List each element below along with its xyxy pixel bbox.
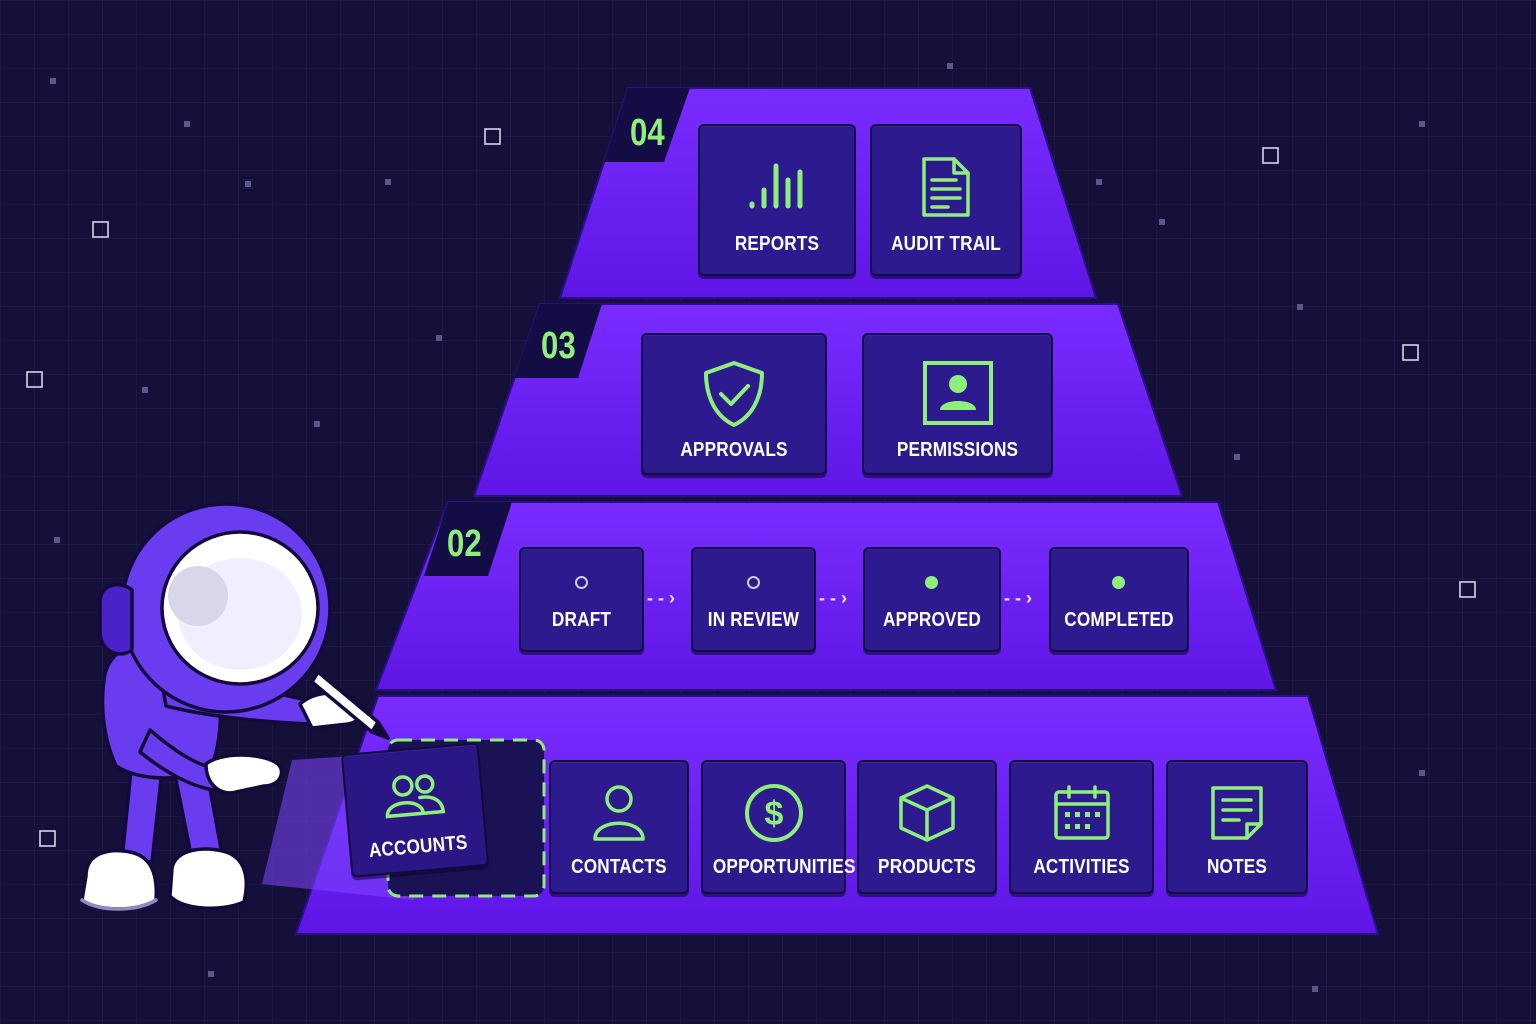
draft-card[interactable]: DRAFT <box>519 547 644 652</box>
note-icon <box>1211 786 1263 840</box>
contacts-card[interactable]: CONTACTS <box>549 760 689 894</box>
reports-label: REPORTS <box>734 233 820 255</box>
in-review-card[interactable]: IN REVIEW <box>691 547 816 652</box>
opportunities-label: OPPORTUNITIES <box>712 856 856 878</box>
reports-card[interactable]: REPORTS <box>698 124 856 276</box>
draft-label: DRAFT <box>551 609 612 631</box>
permissions-label: PERMISSIONS <box>896 439 1019 461</box>
open-circle-icon <box>574 576 588 589</box>
user-badge-icon <box>922 361 993 425</box>
contacts-label: CONTACTS <box>571 856 667 878</box>
tier-3-number: 03 <box>541 325 576 367</box>
approved-card[interactable]: APPROVED <box>863 547 1001 652</box>
arrow-right-icon: - - › <box>647 588 675 608</box>
user-icon <box>593 785 645 841</box>
open-circle-icon <box>746 576 760 589</box>
users-icon <box>385 774 446 819</box>
products-card[interactable]: PRODUCTS <box>857 760 997 894</box>
audit-trail-card[interactable]: AUDIT TRAIL <box>870 124 1022 276</box>
permissions-card[interactable]: PERMISSIONS <box>862 333 1053 475</box>
completed-card[interactable]: COMPLETED <box>1049 547 1189 652</box>
accounts-label: ACCOUNTS <box>368 831 469 863</box>
approvals-card[interactable]: APPROVALS <box>641 333 827 475</box>
activities-label: ACTIVITIES <box>1033 856 1130 878</box>
tier-2-number: 02 <box>447 523 482 565</box>
notes-label: NOTES <box>1206 856 1268 878</box>
dollar-icon: $ <box>744 784 803 842</box>
box-icon <box>899 784 955 842</box>
audit-trail-label: AUDIT TRAIL <box>891 233 1001 255</box>
calendar-icon <box>1053 785 1110 840</box>
completed-label: COMPLETED <box>1064 609 1174 631</box>
accounts-card[interactable]: ACCOUNTS <box>340 742 490 878</box>
opportunities-card[interactable]: $ OPPORTUNITIES <box>701 760 856 894</box>
approvals-label: APPROVALS <box>680 439 788 461</box>
arrow-right-icon: - - › <box>1004 588 1032 608</box>
products-label: PRODUCTS <box>878 856 976 878</box>
filled-circle-icon <box>1112 576 1125 589</box>
arrow-right-icon: - - › <box>819 588 847 608</box>
activities-card[interactable]: ACTIVITIES <box>1009 760 1154 894</box>
tier-4-number: 04 <box>630 112 665 154</box>
document-icon <box>922 157 970 217</box>
tier-3-shape <box>472 303 1184 497</box>
filled-circle-icon <box>925 576 938 589</box>
bar-chart-icon <box>749 163 803 209</box>
notes-card[interactable]: NOTES <box>1166 760 1308 894</box>
shield-check-icon <box>704 361 764 427</box>
approved-label: APPROVED <box>883 609 981 631</box>
in-review-label: IN REVIEW <box>707 609 800 631</box>
svg-text:$: $ <box>764 795 783 833</box>
